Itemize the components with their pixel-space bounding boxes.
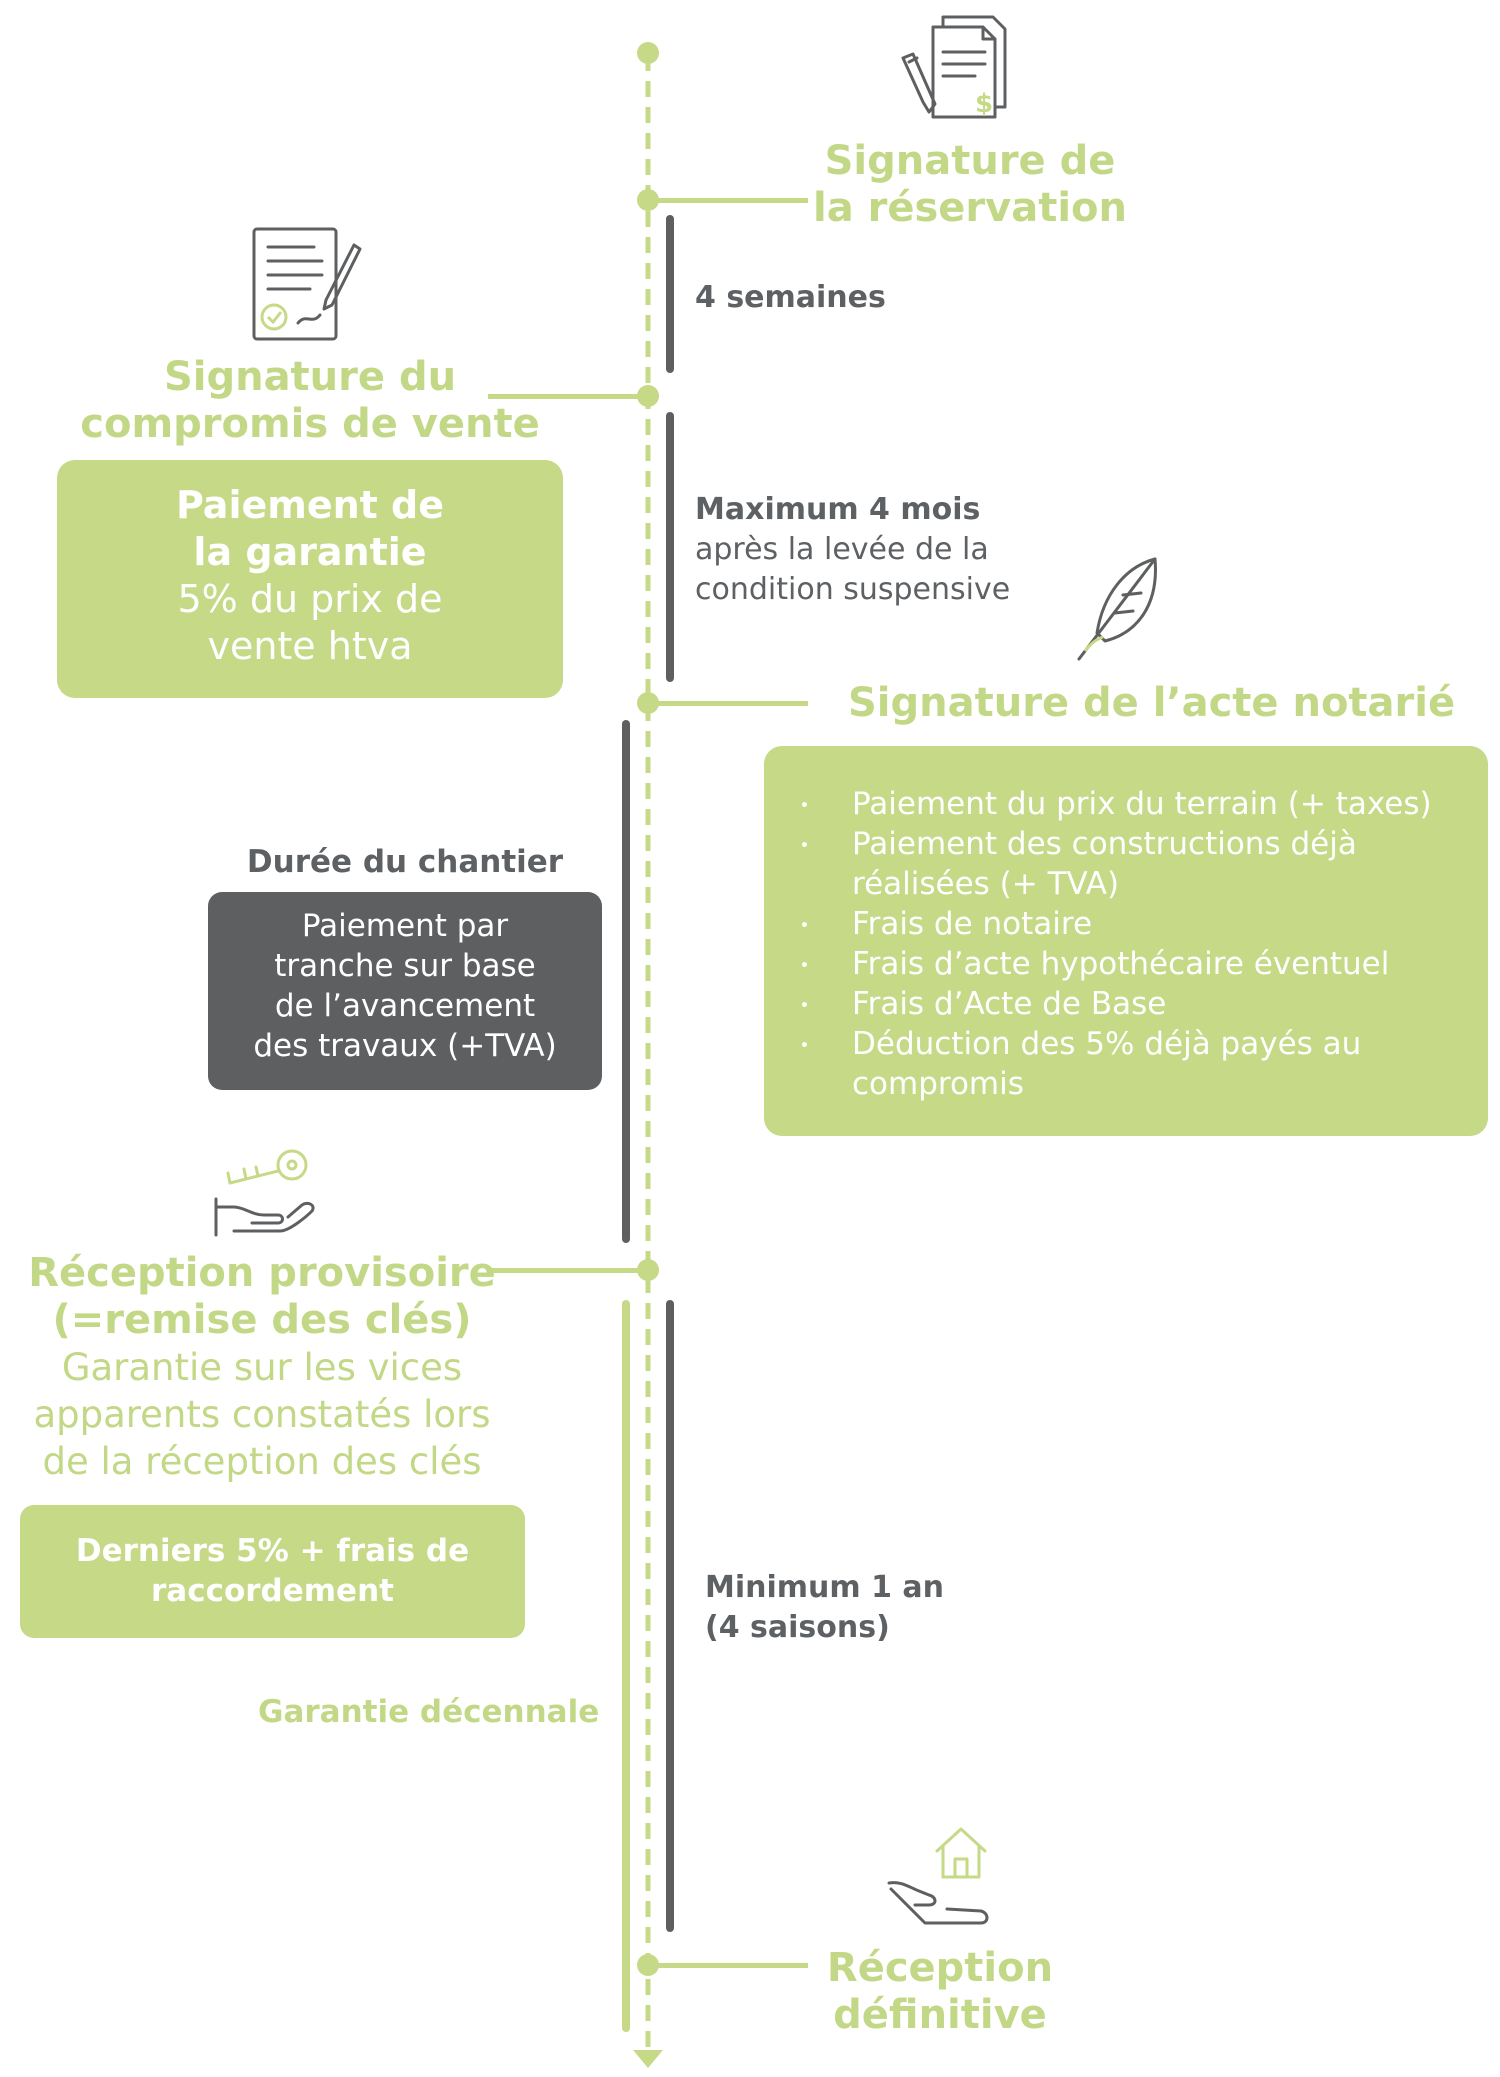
signed-document-icon <box>252 227 362 341</box>
period-4-mois: Maximum 4 mois après la levée de la cond… <box>695 492 1011 607</box>
milestone-compromis-title: Signature du compromis de vente <box>80 354 540 447</box>
duration-bar-1-an <box>666 1300 674 1932</box>
connector-compromis <box>488 394 648 399</box>
timeline-start-dot <box>637 42 659 64</box>
acte-item: Paiement du prix du terrain (+ taxes) <box>764 784 1488 824</box>
period-4-semaines: 4 semaines <box>695 280 886 315</box>
box-paiement-garantie: Paiement de la garantie 5% du prix de ve… <box>57 460 563 698</box>
duration-bar-chantier <box>622 720 630 1243</box>
connector-definitive <box>648 1963 808 1968</box>
timeline-arrow-icon <box>633 2050 663 2068</box>
contract-dollar-icon: $ <box>901 15 1007 119</box>
duration-bar-4-mois <box>666 412 674 682</box>
connector-reservation <box>648 198 808 203</box>
dot-compromis <box>637 385 659 407</box>
hand-key-icon <box>214 1149 315 1237</box>
milestone-reservation-title: Signature de la réservation <box>812 138 1127 231</box>
feather-quill-icon <box>1077 557 1157 661</box>
connector-provisoire <box>488 1268 648 1273</box>
hand-house-icon <box>887 1827 989 1925</box>
period-duree-chantier: Durée du chantier <box>246 844 564 880</box>
milestone-acte-title: Signature de l’acte notarié <box>848 680 1456 726</box>
box-derniers-5: Derniers 5% + frais de raccordement <box>20 1505 525 1638</box>
acte-item: Frais d’Acte de Base <box>764 984 1488 1024</box>
duration-bar-decennale <box>622 1300 630 2032</box>
acte-item: Frais de notaire <box>764 904 1488 944</box>
dot-provisoire <box>637 1259 659 1281</box>
duration-bar-4-semaines <box>666 215 674 373</box>
provisoire-note: Garantie sur les vices apparents constat… <box>33 1346 491 1483</box>
acte-item: Paiement des constructions déjà réalisée… <box>764 824 1488 904</box>
acte-item: Déduction des 5% déjà payés au compromis <box>764 1024 1488 1104</box>
box-paiement-tranche: Paiement par tranche sur base de l’avanc… <box>208 892 602 1090</box>
connector-acte <box>648 701 808 706</box>
period-1-an: Minimum 1 an (4 saisons) <box>705 1570 945 1645</box>
acte-items-list: Paiement du prix du terrain (+ taxes)Pai… <box>764 784 1488 1104</box>
milestone-definitive-title: Réception définitive <box>826 1945 1054 2038</box>
acte-item: Frais d’acte hypothécaire éventuel <box>764 944 1488 984</box>
box-acte-items: Paiement du prix du terrain (+ taxes)Pai… <box>764 746 1488 1136</box>
svg-text:$: $ <box>975 89 993 119</box>
milestone-provisoire-title: Réception provisoire (=remise des clés) <box>28 1250 496 1343</box>
garantie-decennale-label: Garantie décennale <box>258 1694 600 1730</box>
